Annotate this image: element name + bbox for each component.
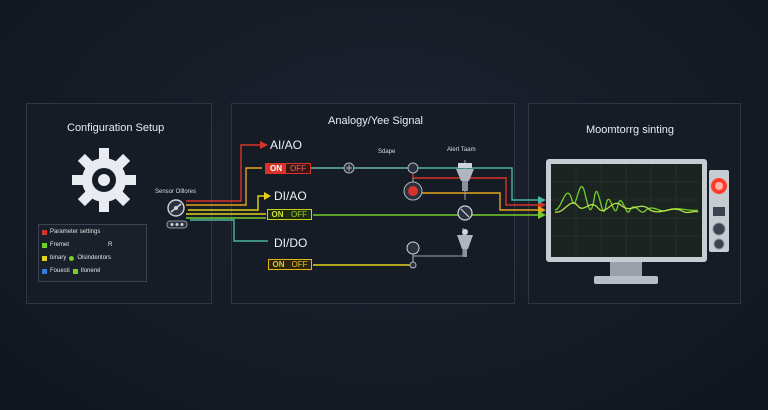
di-ao-label: DI/AO xyxy=(274,189,307,203)
list-item[interactable]: Fremet R xyxy=(42,242,112,248)
alarm-light-icon xyxy=(709,170,729,252)
sensor-label: Sensor Olllores xyxy=(155,189,197,195)
probe-node-icon xyxy=(406,241,420,265)
signal-line-orange xyxy=(186,167,540,211)
sensor-base-icon xyxy=(166,220,188,229)
green-square-icon xyxy=(72,268,78,274)
alert-label: Alert Taam xyxy=(447,147,476,153)
selector-knob-icon xyxy=(457,205,473,221)
junction-node-icon xyxy=(343,162,355,174)
signal-line-green xyxy=(186,214,540,219)
blue-square-icon xyxy=(42,268,47,274)
waveform xyxy=(554,186,699,214)
sdape-label: Sdape xyxy=(378,149,396,155)
monitor-icon xyxy=(546,159,707,284)
signal-panel xyxy=(231,103,515,304)
ai-ao-label: AI/AO xyxy=(270,138,303,152)
di-do-switch[interactable]: ON OFF xyxy=(268,259,312,270)
red-square-icon xyxy=(42,229,47,235)
parameter-settings-list: Parameter settings Fremet R binary Olsin… xyxy=(38,224,147,282)
monitoring-panel-title: Moomtorrg sinting xyxy=(586,124,675,136)
arrow-yellow-icon xyxy=(264,192,271,200)
list-item[interactable]: binary Olsindentors xyxy=(42,255,111,261)
list-item[interactable]: Parameter settings xyxy=(42,229,100,235)
yellow-square-icon xyxy=(42,255,47,261)
configuration-setup-title: Configuration Setup xyxy=(67,122,165,134)
signal-line-red xyxy=(186,144,540,206)
arrow-green-icon xyxy=(538,211,546,219)
di-do-label: DI/DO xyxy=(274,236,308,250)
junction-node-2-icon xyxy=(409,261,417,269)
green-dot-icon xyxy=(69,255,75,261)
valve-node-icon xyxy=(407,162,419,174)
green-square-icon xyxy=(42,242,47,248)
list-item[interactable]: Fouesti Ilonerel xyxy=(42,268,100,274)
alert-valve-icon xyxy=(456,163,474,191)
gear-icon xyxy=(72,148,136,212)
arrow-red-icon xyxy=(260,141,268,149)
ai-ao-switch[interactable]: ON OFF xyxy=(265,163,311,174)
sensor-icon xyxy=(167,199,185,217)
red-button-icon xyxy=(403,181,423,201)
signal-line-yellow xyxy=(186,195,266,215)
signal-panel-title: Analogy/Yee Signal xyxy=(328,115,424,127)
arrow-teal-icon xyxy=(538,196,546,204)
di-ao-switch[interactable]: ON OFF xyxy=(267,209,312,220)
funnel-valve-icon xyxy=(457,229,473,257)
